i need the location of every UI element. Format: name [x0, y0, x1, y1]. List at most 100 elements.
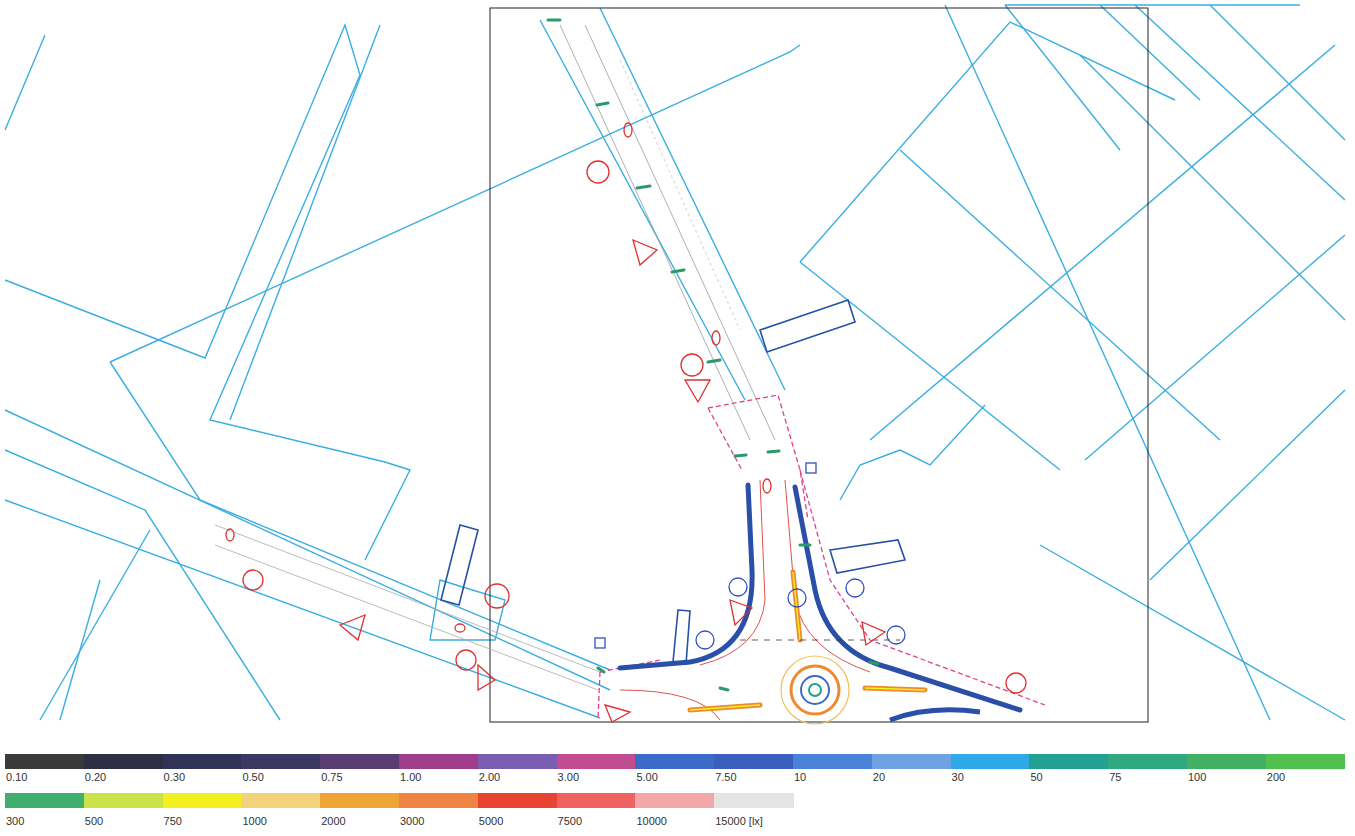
legend-label: 200 [1267, 771, 1285, 784]
legend-label: 500 [85, 815, 103, 828]
legend-swatch [478, 793, 557, 808]
legend-swatch [951, 754, 1030, 769]
map-shape [945, 5, 1270, 720]
map-shape [548, 19, 560, 22]
legend-label: 5000 [479, 815, 503, 828]
legend-label: 0.20 [85, 771, 106, 784]
label-boxes [441, 300, 905, 664]
legend-swatch [399, 793, 478, 808]
legend-swatch [1187, 754, 1266, 769]
map-shape [795, 487, 1020, 710]
legend-swatch [478, 754, 557, 769]
legend-swatch [399, 754, 478, 769]
legend-swatch [635, 754, 714, 769]
map-shape [5, 410, 610, 690]
map-shape [60, 580, 100, 720]
map-shape [846, 579, 864, 597]
map-shape [1005, 4, 1300, 5]
map-shape [637, 186, 650, 188]
legend-swatch [714, 754, 793, 769]
map-shape [5, 25, 410, 560]
map-shape [600, 8, 785, 390]
map-shape [1005, 5, 1120, 150]
legend-label: 7500 [558, 815, 582, 828]
legend-swatch [320, 754, 399, 769]
legend-label: 5.00 [636, 771, 657, 784]
legend-swatch [1108, 754, 1187, 769]
blue-circles [595, 463, 905, 649]
map-shape [1006, 673, 1026, 693]
legend-swatch [1266, 754, 1345, 769]
legend-swatch [5, 793, 84, 808]
map-shape [605, 705, 630, 722]
map-shape [788, 589, 806, 607]
legend-swatch [793, 754, 872, 769]
legend-swatch [1029, 754, 1108, 769]
map-shape [478, 665, 495, 690]
map-shape [800, 544, 810, 547]
map-shape [1135, 5, 1345, 200]
map-shape [870, 45, 1335, 440]
map-shape [110, 45, 800, 362]
map-shape [760, 300, 855, 352]
map-shape [763, 479, 771, 493]
map-shape [690, 572, 925, 710]
map-shape [5, 35, 45, 130]
map-shape [840, 450, 900, 500]
map-shape [620, 60, 740, 330]
legend-label: 10000 [636, 815, 667, 828]
map-shape [5, 450, 280, 720]
map-shape [809, 684, 821, 696]
legend-label: 7.50 [715, 771, 736, 784]
legend-label: 15000 [lx] [715, 815, 763, 828]
map-shape [230, 25, 380, 420]
map-shape [862, 622, 885, 645]
legend-label: 100 [1188, 771, 1206, 784]
map-shape [830, 540, 905, 573]
map-shape [5, 500, 600, 718]
map-shape [900, 150, 1220, 440]
map-shape [485, 584, 509, 608]
map-shape [455, 624, 465, 632]
legend-swatch [635, 793, 714, 808]
lighting-map [0, 0, 1355, 730]
legend-swatch [557, 793, 636, 808]
legend-label: 2000 [321, 815, 345, 828]
legend-swatch [84, 793, 163, 808]
map-shape [620, 690, 720, 720]
legend-label: 2.00 [479, 771, 500, 784]
legend-label: 3000 [400, 815, 424, 828]
map-shape [540, 20, 745, 400]
legend-swatch [241, 793, 320, 808]
map-shape [735, 455, 746, 456]
map-shape [806, 463, 816, 473]
map-shape [800, 470, 1045, 705]
map-shape [598, 668, 604, 672]
map-shape [243, 570, 263, 590]
map-shape [696, 631, 714, 649]
map-shape [441, 525, 478, 605]
legend-label: 3.00 [558, 771, 579, 784]
map-shape [1210, 5, 1345, 140]
map-shape [712, 331, 720, 345]
road-plan [215, 25, 1045, 724]
legend-label: 0.50 [242, 771, 263, 784]
map-shape [720, 688, 728, 690]
map-shape [685, 380, 710, 402]
map-shape [456, 650, 476, 670]
map-shape [560, 25, 775, 440]
calculation-frame [490, 8, 1148, 722]
map-shape [708, 395, 808, 520]
legend-label: 0.75 [321, 771, 342, 784]
map-shape [633, 240, 657, 265]
legend-label: 750 [164, 815, 182, 828]
legend-swatch [84, 754, 163, 769]
legend-swatch [872, 754, 951, 769]
map-shape [597, 103, 608, 105]
legend-label: 0.30 [164, 771, 185, 784]
map-shape [801, 676, 829, 704]
map-shape [340, 615, 365, 640]
map-shape [1150, 390, 1345, 580]
map-shape [800, 262, 1060, 470]
